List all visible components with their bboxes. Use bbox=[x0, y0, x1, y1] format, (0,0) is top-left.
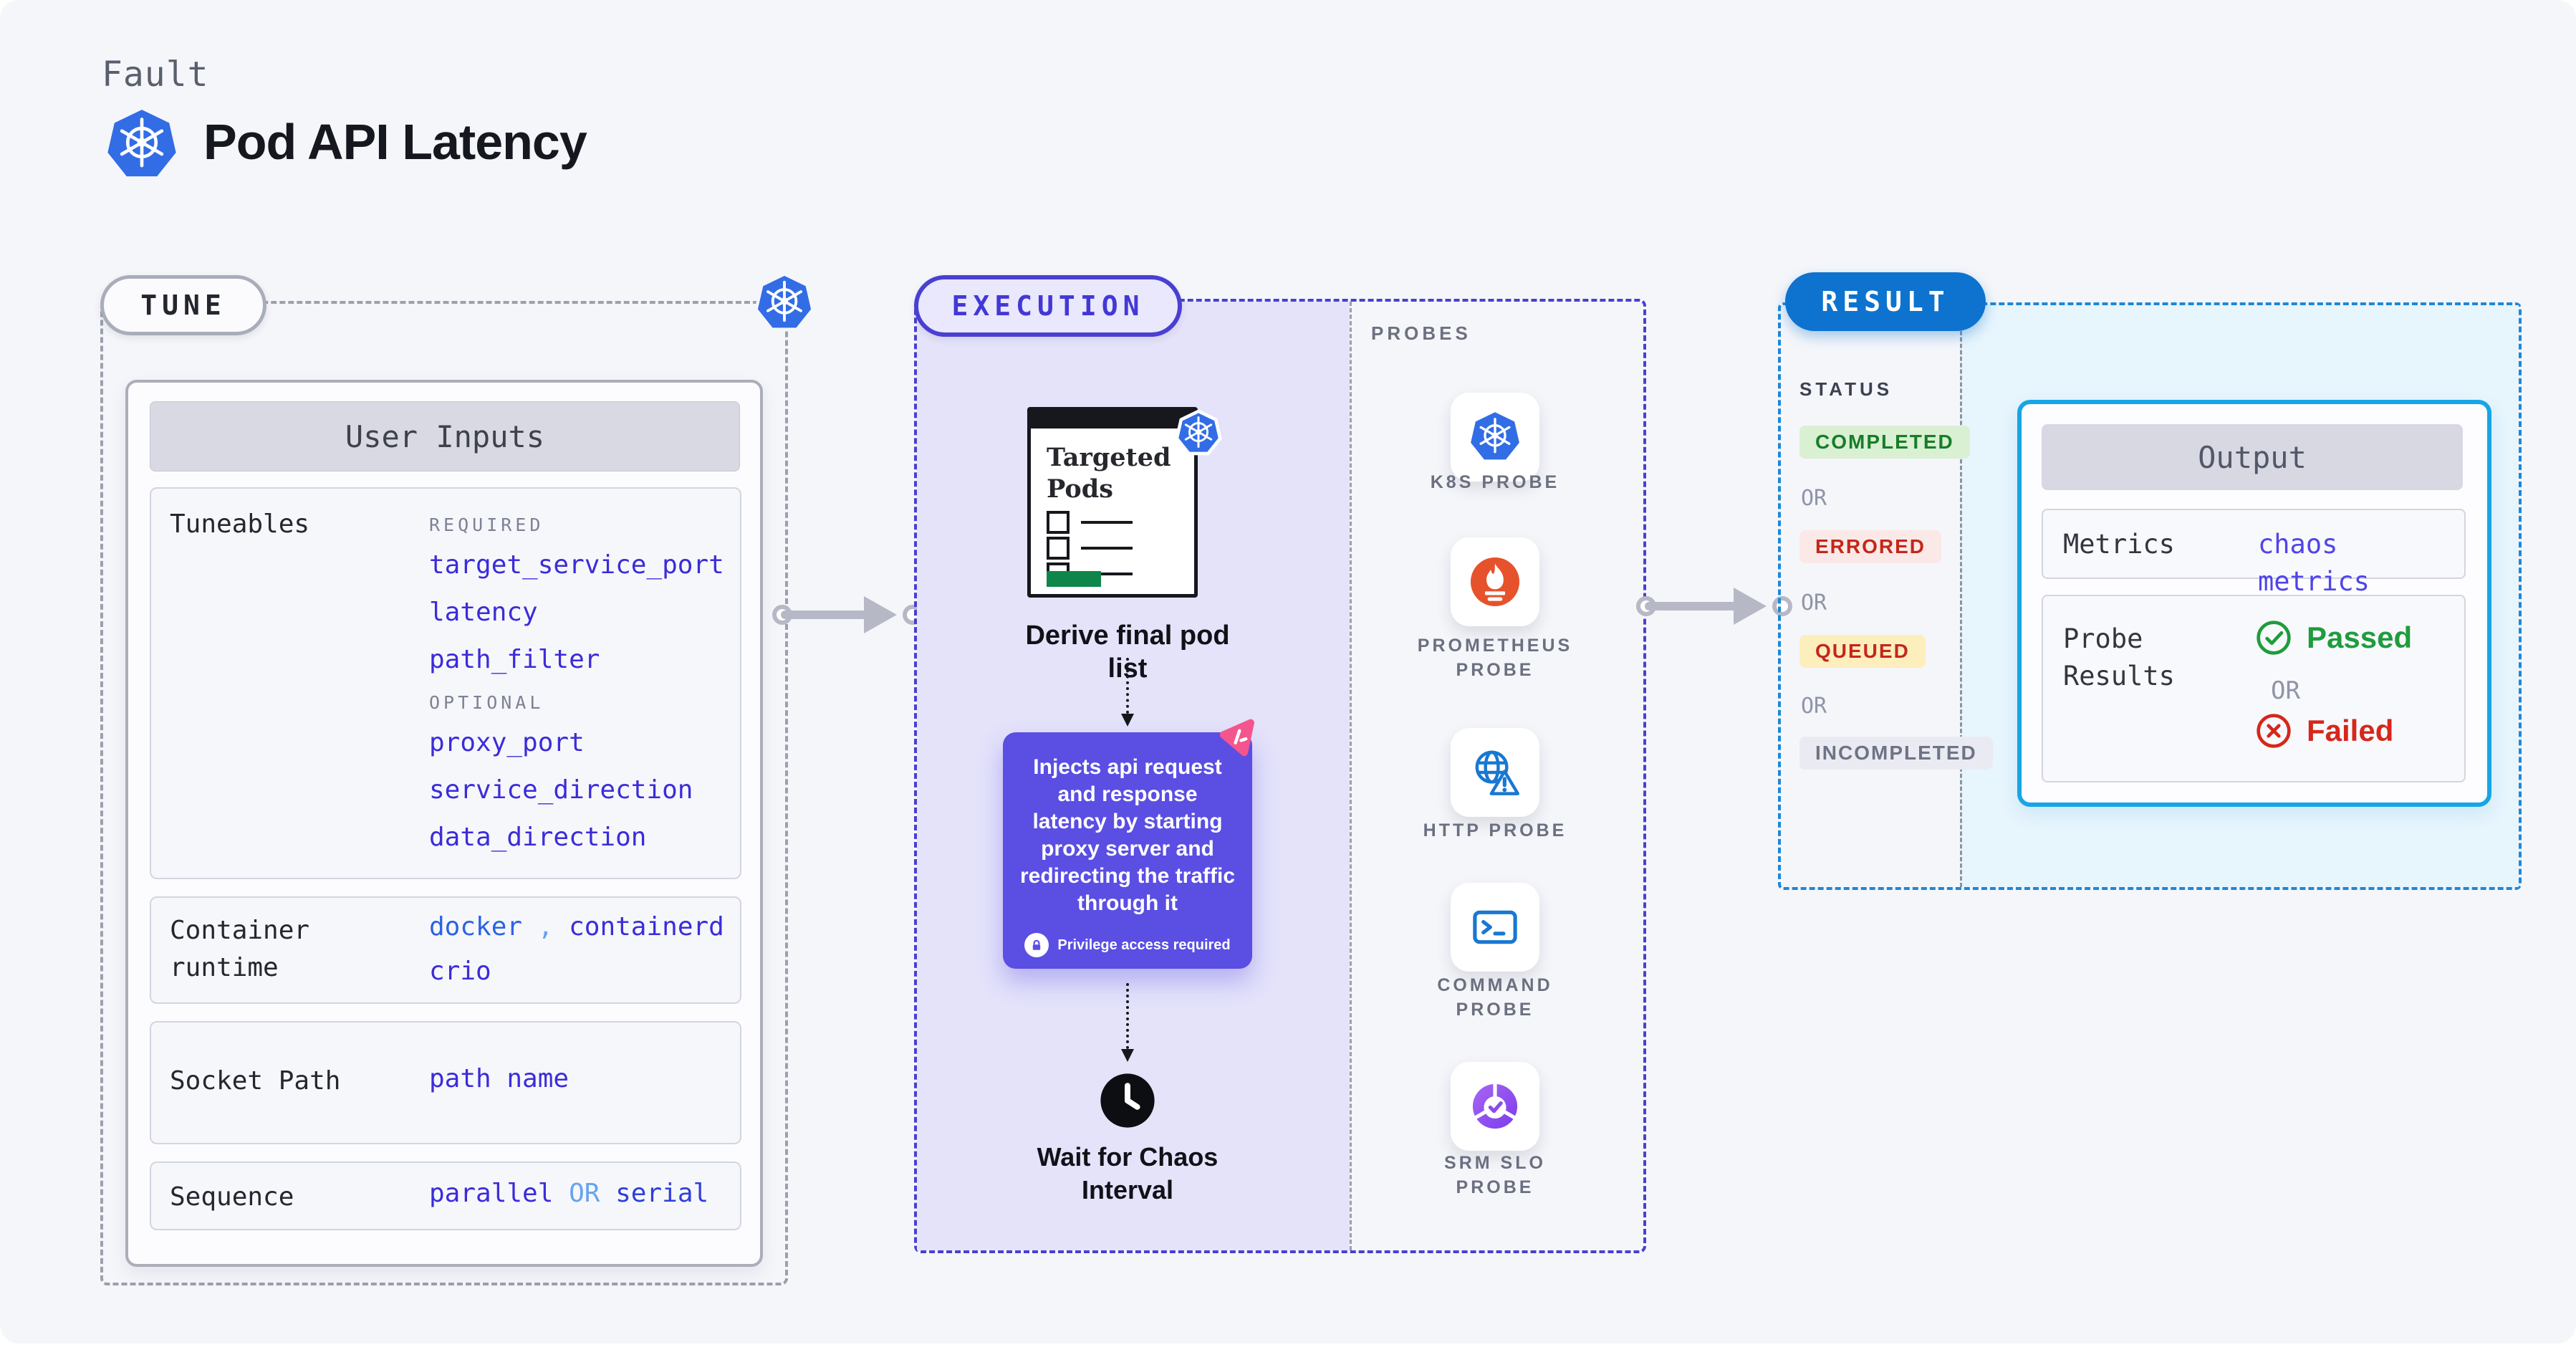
targeted-pods-progress-bar bbox=[1047, 571, 1101, 587]
derive-to-inject-connector bbox=[1121, 658, 1134, 727]
execution-probes-divider bbox=[1350, 302, 1352, 1250]
output-card: Output Metrics chaos metrics Probe Resul… bbox=[2017, 400, 2491, 807]
metrics-row: Metrics chaos metrics bbox=[2042, 509, 2466, 597]
container-runtime-label: Container runtime bbox=[170, 916, 310, 982]
page-title: Pod API Latency bbox=[203, 114, 587, 170]
probe-result-passed: Passed bbox=[2255, 619, 2412, 656]
probes-pane-label: PROBES bbox=[1371, 322, 1471, 344]
tune-section-badge: TUNE bbox=[100, 275, 266, 335]
failed-label: Failed bbox=[2307, 714, 2394, 747]
status-label: STATUS bbox=[1799, 378, 1893, 400]
srm-slo-probe-label: SRM SLO PROBE bbox=[1444, 1153, 1546, 1197]
kubernetes-icon bbox=[754, 272, 815, 334]
srm-slo-probe-card bbox=[1451, 1062, 1539, 1151]
kubernetes-icon bbox=[1469, 411, 1522, 464]
wait-chaos-caption: Wait for Chaos Interval bbox=[1037, 1142, 1219, 1204]
socket-path-value: path name bbox=[429, 1064, 569, 1093]
metrics-label: Metrics bbox=[2063, 529, 2175, 560]
user-inputs-header: User Inputs bbox=[150, 401, 740, 471]
prometheus-icon bbox=[1469, 555, 1522, 608]
command-probe-label: COMMAND PROBE bbox=[1437, 975, 1553, 1020]
k8s-probe-card bbox=[1451, 393, 1539, 482]
container-runtime-row: Container runtime docker , containerd cr… bbox=[150, 896, 741, 1004]
tuneable-target-service-port: target_service_port bbox=[429, 550, 724, 580]
tuneable-path-filter: path_filter bbox=[429, 645, 600, 674]
sequence-row: Sequence parallel OR serial bbox=[150, 1162, 741, 1230]
targeted-pods-titlebar bbox=[1030, 410, 1195, 428]
status-badge-queued: QUEUED bbox=[1799, 635, 1926, 668]
lock-icon bbox=[1024, 933, 1049, 957]
fault-kicker: Fault bbox=[102, 54, 209, 95]
http-probe-label: HTTP PROBE bbox=[1423, 820, 1567, 840]
check-circle-icon bbox=[2255, 619, 2292, 656]
runtime-containerd: containerd bbox=[569, 912, 724, 942]
optional-label: OPTIONAL bbox=[429, 692, 544, 713]
slo-pie-icon bbox=[1469, 1080, 1522, 1133]
socket-path-row: Socket Path path name bbox=[150, 1021, 741, 1144]
status-or-separator: OR bbox=[1801, 590, 1827, 616]
probe-results-row: Probe Results Passed OR bbox=[2042, 595, 2466, 782]
runtime-docker: docker bbox=[429, 912, 523, 942]
tune-to-execution-arrow bbox=[772, 596, 923, 633]
x-circle-icon bbox=[2255, 712, 2292, 749]
clock-icon bbox=[1099, 1072, 1156, 1129]
execution-to-result-arrow bbox=[1636, 588, 1792, 625]
targeted-pods-card: Targeted Pods bbox=[1027, 407, 1198, 598]
inject-latency-box: Injects api request and response latency… bbox=[1003, 732, 1252, 969]
sequence-label: Sequence bbox=[170, 1182, 294, 1212]
status-badge-errored: ERRORED bbox=[1799, 530, 1942, 563]
execution-section-badge: EXECUTION bbox=[914, 275, 1182, 337]
tune-section-frame bbox=[100, 301, 788, 1285]
required-label: REQUIRED bbox=[429, 514, 544, 535]
output-or-separator: OR bbox=[2271, 676, 2300, 705]
status-or-separator: OR bbox=[1801, 486, 1827, 511]
tuneable-latency: latency bbox=[429, 598, 538, 627]
terminal-icon bbox=[1469, 901, 1522, 954]
runtime-separator: , bbox=[537, 912, 554, 942]
status-or-separator: OR bbox=[1801, 694, 1827, 719]
inject-to-wait-connector bbox=[1121, 983, 1134, 1062]
result-status-divider bbox=[1960, 305, 1962, 887]
inject-latency-text: Injects api request and response latency… bbox=[1019, 755, 1236, 915]
result-section-badge: RESULT bbox=[1785, 272, 1986, 331]
probe-result-failed: Failed bbox=[2255, 712, 2393, 749]
prometheus-probe-card bbox=[1451, 537, 1539, 626]
socket-path-label: Socket Path bbox=[170, 1066, 341, 1096]
derive-pod-list-caption: Derive final pod list bbox=[1025, 621, 1230, 684]
sequence-serial: serial bbox=[615, 1179, 709, 1208]
http-probe-card bbox=[1451, 728, 1539, 817]
status-badge-incompleted: INCOMPLETED bbox=[1799, 737, 1993, 770]
tuneable-data-direction: data_direction bbox=[429, 823, 647, 852]
privilege-note: Privilege access required bbox=[1057, 937, 1231, 953]
sequence-or: OR bbox=[569, 1179, 600, 1208]
prometheus-probe-label: PROMETHEUS PROBE bbox=[1417, 636, 1573, 680]
tuneables-row: Tuneables REQUIRED target_service_port l… bbox=[150, 487, 741, 879]
chaos-cursor-icon bbox=[1218, 718, 1258, 758]
tuneable-proxy-port: proxy_port bbox=[429, 728, 585, 757]
passed-label: Passed bbox=[2307, 621, 2413, 654]
runtime-crio: crio bbox=[429, 957, 491, 986]
tuneable-service-direction: service_direction bbox=[429, 775, 693, 805]
kubernetes-icon bbox=[1175, 410, 1222, 457]
user-inputs-card: User Inputs Tuneables REQUIRED target_se… bbox=[125, 380, 763, 1267]
metrics-value: chaos metrics bbox=[2258, 529, 2370, 597]
globe-warning-icon bbox=[1469, 746, 1522, 799]
probe-results-label: Probe Results bbox=[2063, 623, 2175, 691]
kubernetes-icon bbox=[105, 107, 179, 182]
k8s-probe-label: K8S PROBE bbox=[1430, 472, 1560, 492]
output-header: Output bbox=[2042, 424, 2463, 490]
targeted-pods-title: Targeted Pods bbox=[1047, 443, 1171, 504]
status-badge-completed: COMPLETED bbox=[1799, 426, 1970, 459]
sequence-parallel: parallel bbox=[429, 1179, 554, 1208]
tuneables-label: Tuneables bbox=[170, 509, 310, 539]
command-probe-card bbox=[1451, 883, 1539, 972]
